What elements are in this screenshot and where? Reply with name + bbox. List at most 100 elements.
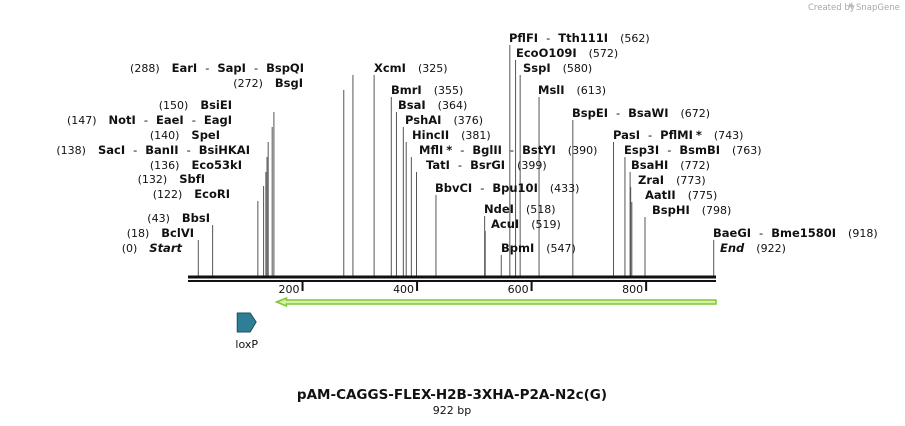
enzyme-name-tati: TatI [426,158,450,172]
site-label-pflFI[interactable]: PflFI-Tth111I(562) [509,31,650,45]
site-label-ecoRI[interactable]: (122)EcoRI [153,187,230,201]
site-label-sspI[interactable]: SspI(580) [523,61,592,75]
enzyme-name-bme1580i: Bme1580I [771,226,836,240]
enzyme-name-eagi: EagI [204,113,232,127]
enzyme-name-ecori: EcoRI [194,187,230,201]
site-position-mflI: (390) [568,144,598,157]
site-label-pshAI[interactable]: PshAI(376) [405,113,483,127]
site-label-zraI[interactable]: ZraI(773) [638,173,706,187]
site-separator: - [480,181,484,195]
site-position-bsiEI: (150) [159,99,189,112]
enzyme-name-bsiei: BsiEI [200,98,232,112]
site-label-sbfI[interactable]: (132)SbfI [138,172,205,186]
enzyme-name-zrai: ZraI [638,173,664,187]
site-label-xcmI[interactable]: XcmI(325) [374,61,448,75]
site-label-bsaHI[interactable]: BsaHI(772) [631,158,710,172]
site-label-mflI[interactable]: MflI*-BglII-BstYI(390) [419,143,597,157]
enzyme-name-bsrgi: BsrGI [470,158,505,172]
site-position-bclVI: (18) [127,227,150,240]
site-position-ecoO109I: (572) [589,47,619,60]
site-label-earI[interactable]: (288)EarI-SapI-BspQI [130,61,304,75]
site-position-pflFI: (562) [620,32,650,45]
star-marker: * [446,143,452,157]
snapgene-brand: Created by SnapGene [808,1,900,13]
enzyme-name-bbsi: BbsI [182,211,210,225]
feature-track: loxP [235,312,258,351]
loxp-arrow-icon[interactable] [236,312,257,333]
site-label-bclVI[interactable]: (18)BclVI [127,226,194,240]
site-label-tatI[interactable]: TatI-BsrGI (399) [426,158,547,172]
site-label-bspHI[interactable]: BspHI(798) [652,203,731,217]
site-separator: - [254,61,258,75]
enzyme-name-bsihkai: BsiHKAI [199,143,250,157]
site-separator: - [144,113,148,127]
site-position-esp3I: (763) [732,144,762,157]
site-label-acuI[interactable]: AcuI(519) [491,217,561,231]
site-label-ndeI[interactable]: NdeI(518) [484,202,556,216]
enzyme-name-eco53ki: Eco53kI [191,158,242,172]
sequence-title-block: pAM-CAGGS-FLEX-H2B-3XHA-P2A-N2c(G) 922 b… [297,387,607,417]
sequence-name: pAM-CAGGS-FLEX-H2B-3XHA-P2A-N2c(G) [297,387,607,403]
enzyme-name-pasi: PasI [613,128,640,142]
site-label-start[interactable]: (0) Start [122,241,183,255]
site-position-bsaI: (364) [438,99,468,112]
site-position-pasI: (743) [714,129,744,142]
site-label-end[interactable]: End(922) [720,241,786,255]
site-label-bspEI[interactable]: BspEI-BsaWI(672) [572,106,710,120]
site-label-sacI[interactable]: (138)SacI-BanII-BsiHKAI [56,143,250,157]
enzyme-name-bglii: BglII [472,143,502,157]
site-label-bsiEI[interactable]: (150) BsiEI [159,98,232,112]
enzyme-name-bsgi: BsgI [275,76,303,90]
site-label-speI[interactable]: (140)SpeI [150,128,220,142]
enzyme-name-sspi: SspI [523,61,551,75]
site-position-tatI: (399) [517,159,547,172]
site-label-hincII[interactable]: HincII(381) [412,128,491,142]
enzyme-name-sapi: SapI [217,61,246,75]
site-label-eco53kI[interactable]: (136)Eco53kI [150,158,242,172]
site-position-earI: (288) [130,62,160,75]
site-position-bbsI: (43) [147,212,170,225]
site-label-bsgI[interactable]: (272) BsgI [233,76,303,90]
ruler-label-400: 400 [393,283,414,296]
site-label-bmrI[interactable]: BmrI(355) [391,83,463,97]
enzyme-name-pflmi: PflMI [660,128,693,142]
enzyme-name-bpmi: BpmI [501,241,534,255]
enzyme-name-bspei: BspEI [572,106,608,120]
enzyme-name-banii: BanII [145,143,178,157]
enzyme-name-start: Start [149,241,182,255]
orf-reverse-arrow-icon[interactable] [274,296,717,308]
site-position-start: (0) [122,242,138,255]
enzyme-name-baegi: BaeGI [713,226,751,240]
site-label-mslI[interactable]: MslI(613) [538,83,606,97]
enzyme-name-ecoo109i: EcoO109I [516,46,577,60]
enzyme-name-spei: SpeI [191,128,220,142]
site-label-aatII[interactable]: AatII(775) [645,188,717,202]
enzyme-name-eaei: EaeI [156,113,184,127]
site-label-pasI[interactable]: PasI-PflMI*(743) [613,128,743,142]
site-position-bmrI: (355) [434,84,464,97]
site-separator: - [187,143,191,157]
site-position-mslI: (613) [577,84,607,97]
site-position-bsgI: (272) [233,77,263,90]
site-label-esp3I[interactable]: Esp3I-BsmBI(763) [624,143,762,157]
site-label-bbvCI[interactable]: BbvCI-Bpu10I(433) [435,181,579,195]
site-separator: - [460,143,464,157]
site-separator: - [458,158,462,172]
site-position-acuI: (519) [531,218,561,231]
site-separator: - [192,113,196,127]
enzyme-name-bbvci: BbvCI [435,181,472,195]
site-label-bpmI[interactable]: BpmI (547) [501,241,576,255]
orf-arrow [274,296,717,308]
site-position-bpmI: (547) [546,242,576,255]
site-separator: - [205,61,209,75]
enzyme-name-saci: SacI [98,143,125,157]
site-position-ndeI: (518) [526,203,556,216]
site-label-bbsI[interactable]: (43) BbsI [147,211,210,225]
enzyme-name-bsahi: BsaHI [631,158,668,172]
site-label-baeGI[interactable]: BaeGI-Bme1580I(918) [713,226,878,240]
star-marker: * [696,128,702,142]
site-label-notI[interactable]: (147)NotI-EaeI-EagI [67,113,232,127]
site-label-ecoO109I[interactable]: EcoO109I (572) [516,46,618,60]
site-label-bsaI[interactable]: BsaI(364) [398,98,467,112]
site-position-sacI: (138) [56,144,86,157]
